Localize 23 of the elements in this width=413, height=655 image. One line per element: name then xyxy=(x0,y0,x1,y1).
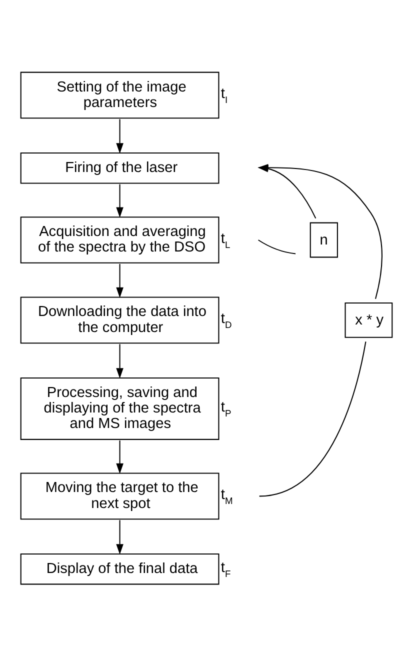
node-box: Setting of the image parameters xyxy=(20,71,220,118)
connector xyxy=(259,341,366,496)
node-box: Display of the final data xyxy=(20,552,220,584)
node-label: t$_{M}$ xyxy=(220,486,233,506)
node-box: Firing of the laser xyxy=(20,152,220,184)
arrow xyxy=(116,344,124,378)
node-box: n xyxy=(310,222,338,258)
node-box: Processing, saving and displaying of the spectra and MS images xyxy=(20,376,220,440)
node-label: t$_{P}$ xyxy=(220,399,232,418)
node-box: x * y xyxy=(344,302,393,338)
arrow xyxy=(116,520,124,554)
node-box: Moving the target to the next spot xyxy=(20,472,220,520)
arrow xyxy=(116,440,124,474)
node-label: t$_{L}$ xyxy=(220,230,230,250)
node-box: Downloading the data into the computer xyxy=(20,296,220,344)
node-box: Acquisition and averaging of the spectra by the DSO xyxy=(20,216,220,263)
arrow xyxy=(116,118,124,154)
arrow xyxy=(116,263,124,298)
arrow xyxy=(116,184,124,218)
node-label: t$_{F}$ xyxy=(220,559,231,578)
connector xyxy=(258,239,296,254)
node-label: t$_{D}$ xyxy=(220,310,232,330)
node-label: t$_{I}$ xyxy=(220,86,228,105)
